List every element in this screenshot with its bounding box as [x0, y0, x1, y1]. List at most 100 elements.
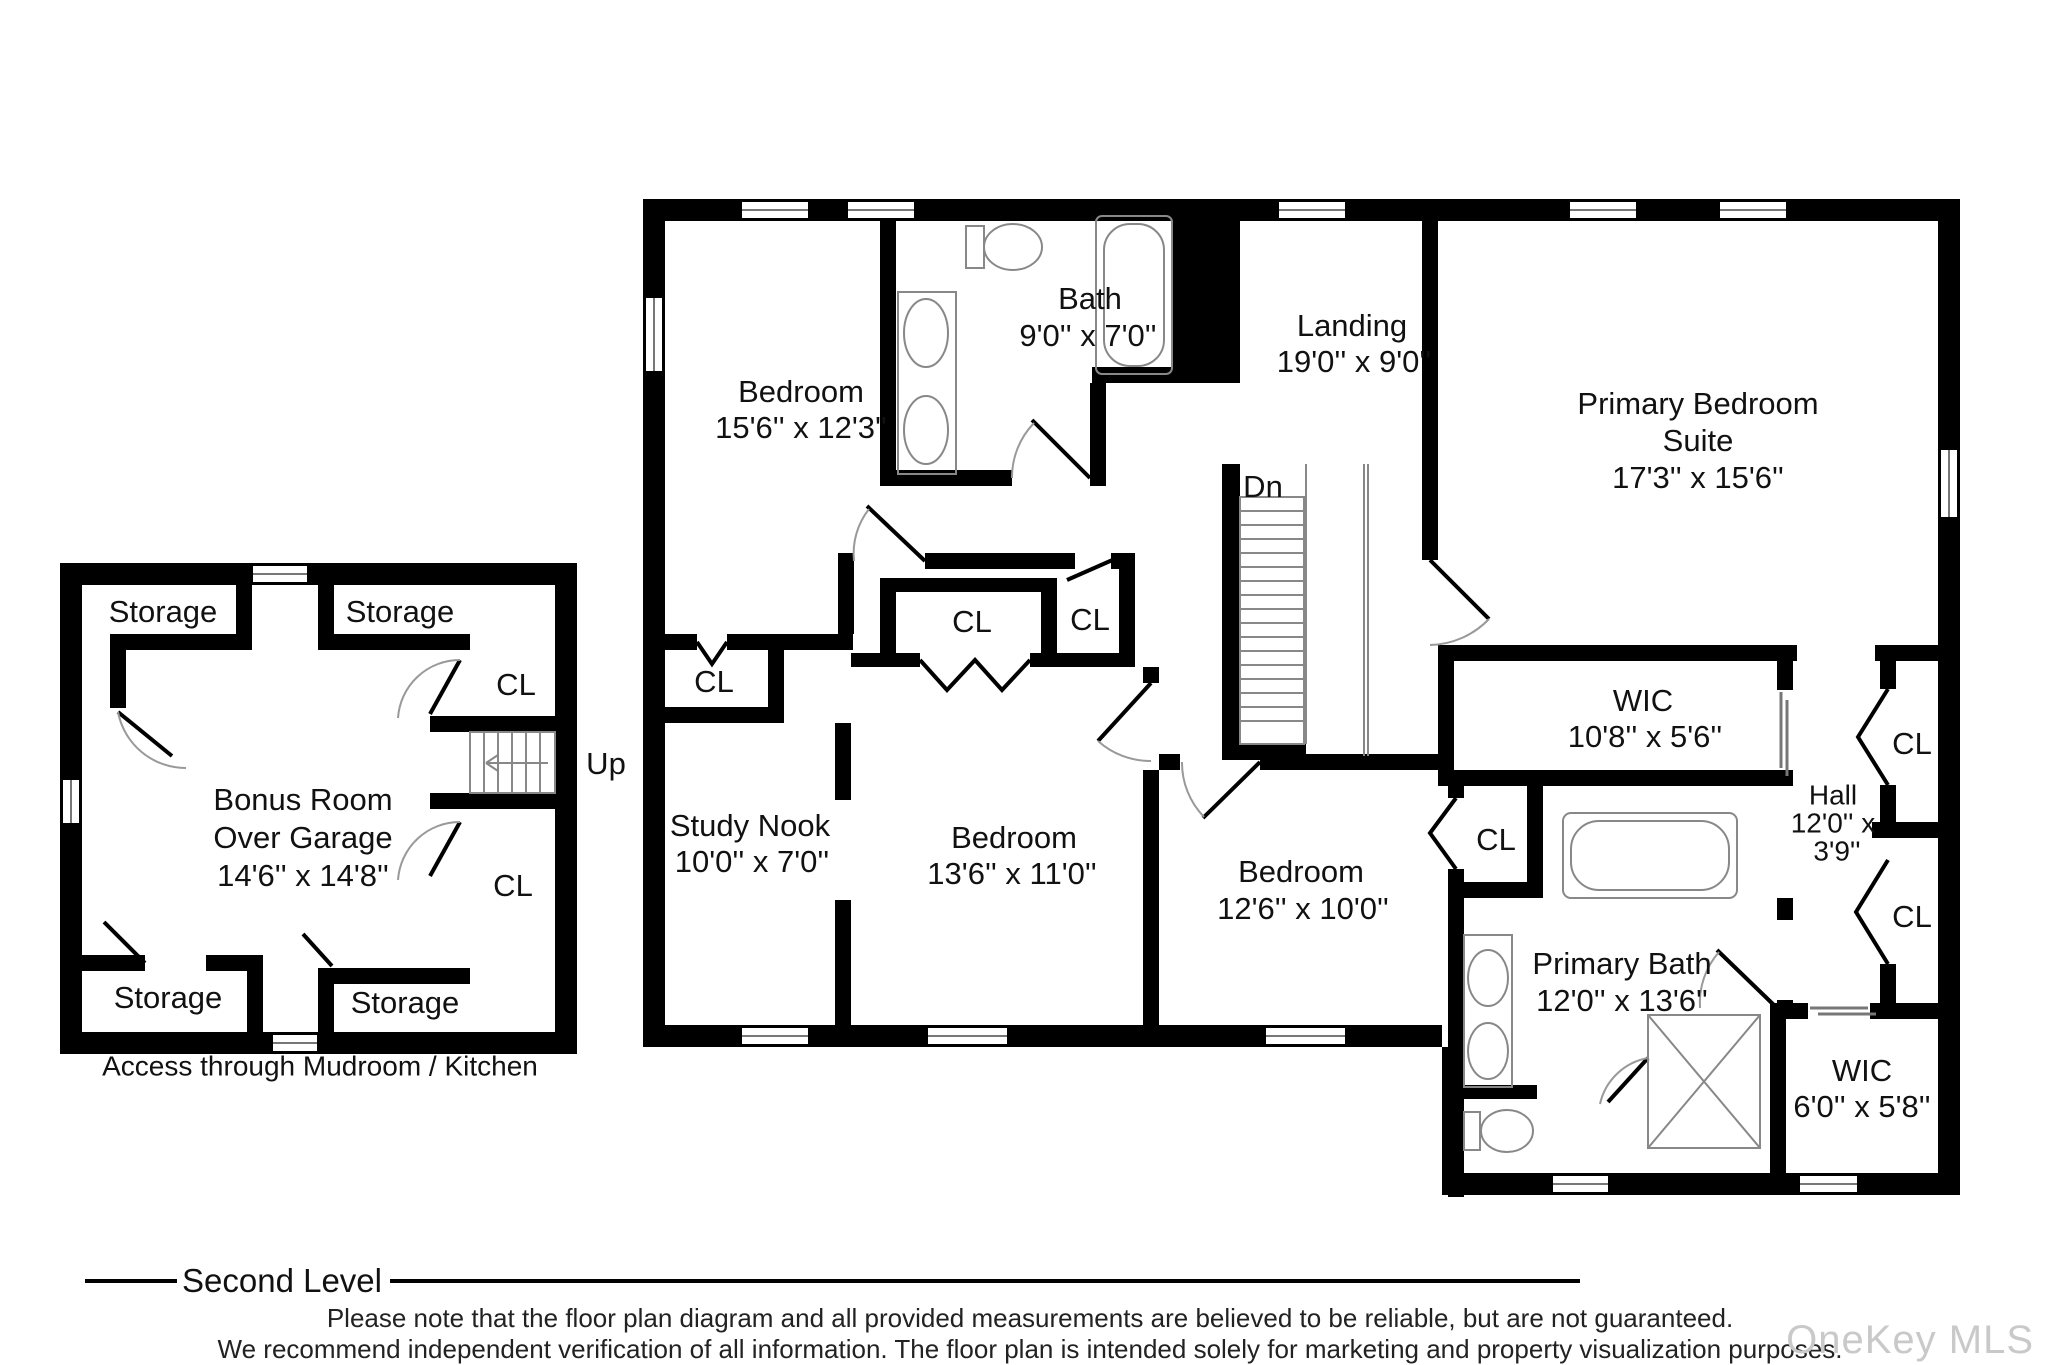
wall [665, 1025, 742, 1047]
wall [60, 823, 82, 1032]
access-note: Access through Mudroom / Kitchen [102, 1050, 538, 1082]
toilet-tank [965, 225, 985, 269]
wall [430, 716, 555, 732]
wall [808, 1025, 928, 1047]
wall [1938, 517, 1960, 1195]
wall [880, 653, 920, 667]
window [643, 298, 665, 371]
toilet-bowl [1480, 1109, 1534, 1153]
sink [903, 298, 949, 368]
wall [727, 634, 853, 650]
wall [110, 650, 126, 708]
toilet-bowl [983, 223, 1043, 271]
shower [1647, 1014, 1761, 1149]
room-label-wic-1: WIC [1612, 682, 1674, 718]
wall [1173, 221, 1240, 372]
wall [808, 199, 848, 221]
room-dims-primary-bath: 12'0'' x 13'6'' [1536, 982, 1708, 1018]
wall [1057, 653, 1119, 667]
wall [914, 199, 1279, 221]
room-dims-wic-2: 6'0'' x 5'8'' [1793, 1088, 1931, 1124]
window [742, 1025, 808, 1047]
room-label-bedroom-1: Bedroom [738, 373, 864, 409]
room-dims-wic-1: 10'8'' x 5'6'' [1567, 718, 1723, 754]
wall [768, 650, 784, 723]
window [1570, 199, 1636, 221]
window [928, 1025, 1007, 1047]
wall [1007, 1025, 1266, 1047]
closet-label-center-left: CL [952, 603, 992, 639]
wall [1090, 383, 1106, 486]
room-label-primary-suite-2: Suite [1662, 422, 1734, 458]
room-label-wic-2: WIC [1831, 1052, 1893, 1088]
level-rule-right [390, 1279, 1580, 1283]
window [273, 1032, 317, 1054]
wall [880, 578, 896, 667]
wall [60, 563, 253, 585]
closet-label-study: CL [694, 663, 734, 699]
wall [925, 553, 1075, 569]
window [848, 199, 914, 221]
window [1266, 1025, 1345, 1047]
wall [838, 569, 854, 634]
wall [665, 634, 697, 650]
wall [643, 221, 665, 298]
bath-fixtures [897, 215, 1173, 475]
room-label-primary-suite-1: Primary Bedroom [1577, 385, 1819, 421]
window [253, 563, 307, 585]
wall [1438, 770, 1793, 786]
wall [838, 553, 854, 569]
wall [1875, 645, 1938, 661]
vanity-counter [897, 291, 957, 475]
room-label-hall: Hall [1808, 779, 1858, 811]
room-dims-bedroom-2: 13'6'' x 11'0'' [927, 855, 1097, 891]
wall [896, 578, 1041, 592]
room-label-study: Study Nook [669, 807, 831, 843]
closet-label-bedroom-3: CL [1476, 821, 1516, 857]
sink [1467, 1022, 1509, 1080]
wall [1222, 464, 1240, 760]
room-label-bonus-1: Bonus Room [213, 781, 393, 817]
wall [334, 968, 470, 984]
room-label-storage-tl: Storage [108, 593, 218, 629]
wall [1770, 1003, 1808, 1019]
watermark: OneKey MLS [1786, 1318, 2034, 1362]
stair-label-dn: Dn [1243, 468, 1283, 504]
stair-label-up: Up [586, 745, 626, 781]
closet-label-right-top: CL [1892, 725, 1932, 761]
wall [643, 371, 665, 1047]
wall [318, 585, 334, 650]
bathtub [1562, 812, 1738, 899]
wall [307, 563, 577, 585]
sink [1467, 949, 1509, 1007]
wall [1345, 199, 1570, 221]
room-label-storage-tr: Storage [345, 593, 455, 629]
room-label-bedroom-2: Bedroom [951, 819, 1077, 855]
wall [1260, 754, 1448, 770]
disclaimer-line-2: We recommend independent verification of… [217, 1334, 1843, 1364]
room-dims-primary-suite: 17'3'' x 15'6'' [1612, 459, 1784, 495]
level-rule-left [85, 1279, 177, 1283]
wall [1880, 661, 1896, 689]
wall [851, 653, 880, 667]
wall [1159, 754, 1180, 770]
room-dims-hall-1: 12'0'' x [1790, 807, 1876, 839]
wall [1770, 1017, 1786, 1177]
wall [60, 585, 82, 780]
wall [555, 585, 577, 1032]
wall [1041, 578, 1057, 667]
room-dims-hall-2: 3'9'' [1813, 835, 1861, 867]
primary-bath-fixtures [1463, 812, 1761, 1153]
window [1800, 1173, 1857, 1195]
room-dims-bath: 9'0'' x 7'0'' [1019, 317, 1157, 353]
door-arcs-main [852, 422, 1720, 1105]
closet-label-garage-upper: CL [496, 666, 536, 702]
wall [1777, 898, 1793, 920]
wall [430, 793, 555, 809]
bathtub [1095, 215, 1173, 375]
wall [1872, 822, 1938, 838]
wall [1880, 964, 1896, 1019]
bathtub-inner [1103, 223, 1165, 367]
window [1553, 1173, 1608, 1195]
